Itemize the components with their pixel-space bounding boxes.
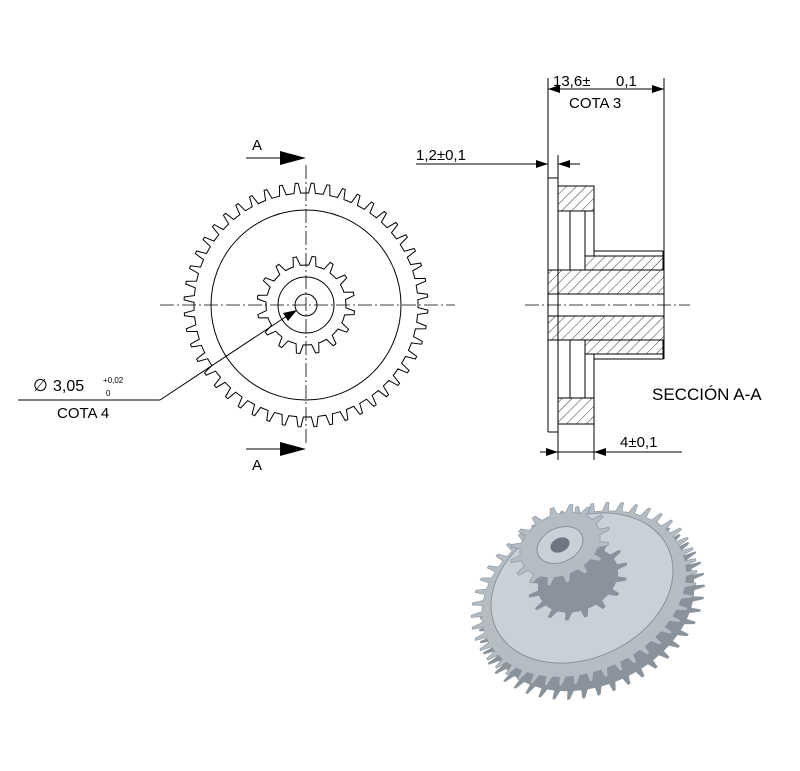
- large-gear-outline: [183, 182, 429, 428]
- rim-top-hatch: [557, 185, 595, 212]
- web-inner-lines: [557, 211, 571, 398]
- rim-bottom-hatch: [557, 397, 595, 425]
- dim-total-value: 13,6±: [553, 73, 590, 90]
- arrow-hub-left: [546, 448, 558, 456]
- dim-web-value: 1,2±0,1: [416, 147, 466, 164]
- arrow-web-right: [558, 160, 570, 168]
- dim-total-tol: 0,1: [616, 73, 637, 90]
- bore-label: COTA 4: [57, 405, 109, 422]
- bore-circle: [294, 293, 318, 317]
- bore-leader-arrow: [283, 310, 297, 321]
- arrow-left: [548, 85, 560, 93]
- section-arrow-top: [280, 151, 306, 165]
- dim-total-label: COTA 3: [569, 95, 621, 112]
- arrow-hub-right: [594, 448, 606, 456]
- hub-circle: [277, 276, 335, 334]
- pinion-top-hatch: [584, 255, 664, 271]
- bore-lines: [548, 293, 664, 317]
- arrow-right: [652, 85, 664, 93]
- front-view: A A ∅ 3,05 +0,02 0 COTA 4: [18, 137, 455, 474]
- section-letter-bottom: A: [252, 457, 262, 474]
- dim-hub-value: 4±0,1: [620, 434, 657, 451]
- bore-tol-lower: 0: [106, 389, 111, 398]
- hub-top-hatch: [547, 269, 665, 295]
- bore-value: 3,05: [53, 378, 84, 395]
- pinion-side-face: [528, 539, 628, 621]
- bore-dimension: ∅ 3,05 +0,02 0 COTA 4: [18, 310, 297, 422]
- section-title: SECCIÓN A-A: [652, 385, 762, 404]
- dimension-total-length: 13,6± 0,1 COTA 3: [547, 73, 665, 251]
- bore-hole: [550, 537, 570, 553]
- dimension-web: 1,2±0,1: [416, 147, 580, 178]
- section-mark-bottom: A: [246, 442, 306, 474]
- section-letter-top: A: [252, 137, 262, 154]
- large-gear-rim-circle: [210, 209, 402, 401]
- gear-3d-render: [470, 501, 705, 700]
- pinion-bottom-hatch: [584, 339, 664, 355]
- dimension-hub: 4±0,1: [540, 424, 682, 460]
- arrow-web-left: [536, 160, 548, 168]
- bore-tol-upper: +0,02: [103, 376, 124, 385]
- pinion-tooth-outline: [594, 250, 664, 360]
- diameter-symbol: ∅: [33, 376, 48, 395]
- section-arrow-bottom: [280, 442, 306, 456]
- section-view: 13,6± 0,1 COTA 3 1,2±0,1 4±0,1 SECCIÓN A…: [416, 73, 762, 460]
- section-mark-top: A: [246, 137, 306, 165]
- bore-leader-line: [159, 313, 291, 401]
- hub-bottom-hatch: [547, 315, 665, 341]
- small-gear-outline: [256, 255, 356, 355]
